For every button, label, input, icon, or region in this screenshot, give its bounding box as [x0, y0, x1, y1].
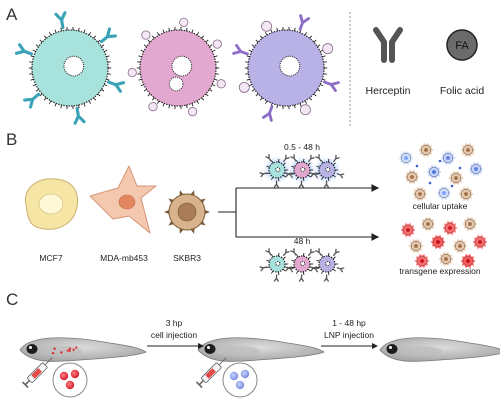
herceptin-icon [333, 154, 340, 162]
folic-acid-icon [127, 67, 137, 78]
herceptin-icon [290, 154, 297, 162]
herceptin-icon [273, 180, 279, 188]
transgene-expression-label: transgene expression [399, 266, 481, 276]
herceptin-icon [273, 274, 279, 282]
herceptin-icon [262, 105, 274, 122]
herceptin-icon [336, 267, 345, 273]
mcf7-label: MCF7 [39, 253, 62, 263]
folic-acid-icon [261, 20, 273, 32]
herceptin-icon [106, 80, 126, 93]
herceptin-icon [323, 180, 329, 188]
herceptin-icon [284, 172, 293, 178]
herceptin-icon [373, 27, 403, 63]
step1-label: cell injection [151, 330, 198, 340]
herceptin-icon [336, 173, 345, 179]
herceptin-icon [309, 266, 318, 272]
herceptin-label: Herceptin [366, 85, 411, 97]
herceptin-icon [54, 11, 67, 30]
herceptin-icon [284, 266, 293, 272]
herceptin-icon [298, 274, 304, 282]
mda-mb453-label: MDA-mb453 [100, 253, 148, 263]
herceptin-icon [14, 43, 34, 56]
lnp-dual-conjugated [232, 14, 340, 122]
folic-acid-icon [141, 30, 151, 40]
herceptin-icon [323, 274, 329, 282]
herceptin-icon [232, 44, 249, 56]
step2-time: 1 - 48 hp [332, 318, 366, 328]
folic-acid-icon [322, 43, 334, 55]
herceptin-icon [315, 154, 322, 162]
herceptin-icon [323, 80, 340, 92]
cell-injection-step: 3 hp cell injection [147, 318, 204, 349]
split-arrows [218, 184, 380, 241]
mda-mb453-cell [89, 165, 157, 234]
folic-acid-label: Folic acid [440, 85, 485, 97]
zebrafish-larva-3 [379, 337, 500, 362]
bottom-time-label: 48 h [294, 236, 311, 246]
herceptin-icon [265, 248, 272, 256]
syringe-icon [21, 357, 53, 389]
herceptin-icon [265, 154, 272, 162]
herceptin-icon [298, 180, 304, 188]
folic-acid-icon [148, 102, 158, 112]
panel-c-letter: C [6, 290, 18, 309]
panel-a-letter: A [6, 5, 18, 24]
herceptin-icon [333, 248, 340, 256]
herceptin-legend: Herceptin [366, 27, 411, 97]
injected-lnps-inset [222, 362, 258, 398]
cellular-uptake-label: cellular uptake [413, 201, 468, 211]
folic-acid-badge: FA [455, 40, 469, 52]
herceptin-icon [283, 154, 290, 162]
herceptin-icon [73, 106, 86, 125]
top-lnp-group [259, 154, 345, 188]
mcf7-cell [24, 178, 79, 230]
herceptin-icon [298, 14, 310, 31]
folic-acid-icon [188, 107, 198, 117]
folic-acid-legend: FA Folic acid [440, 29, 485, 97]
lnp-row [14, 11, 340, 125]
folic-acid-icon [216, 79, 226, 89]
herceptin-icon [259, 266, 268, 272]
syringe-icon [195, 357, 227, 389]
lnp-injection-step: 1 - 48 hp LNP injection [321, 318, 378, 349]
herceptin-icon [259, 172, 268, 178]
skbr3-label: SKBR3 [173, 253, 201, 263]
bottom-lnp-group [259, 248, 345, 282]
herceptin-icon [290, 248, 297, 256]
folic-acid-icon [212, 39, 222, 49]
cellular-uptake-cluster [398, 142, 484, 202]
step1-time: 3 hp [166, 318, 183, 328]
herceptin-icon [308, 154, 315, 162]
herceptin-icon [99, 27, 117, 44]
folic-acid-icon [446, 29, 478, 61]
zebrafish-larva-1 [19, 337, 147, 362]
herceptin-icon [23, 92, 41, 109]
transgene-expression-cluster [400, 216, 488, 269]
herceptin-icon [309, 172, 318, 178]
panel-b-letter: B [6, 130, 17, 149]
herceptin-icon [315, 248, 322, 256]
folic-acid-icon [299, 104, 311, 116]
folic-acid-icon [179, 17, 189, 27]
step2-label: LNP injection [324, 330, 374, 340]
herceptin-icon [283, 248, 290, 256]
lnp-folic-acid-conjugated [127, 17, 226, 117]
herceptin-icon [308, 248, 315, 256]
lnp-herceptin-conjugated [14, 11, 126, 125]
folic-acid-icon [238, 81, 250, 93]
injected-cells-inset [52, 362, 88, 398]
skbr3-cell [164, 190, 210, 234]
top-time-label: 0.5 - 48 h [284, 142, 320, 152]
